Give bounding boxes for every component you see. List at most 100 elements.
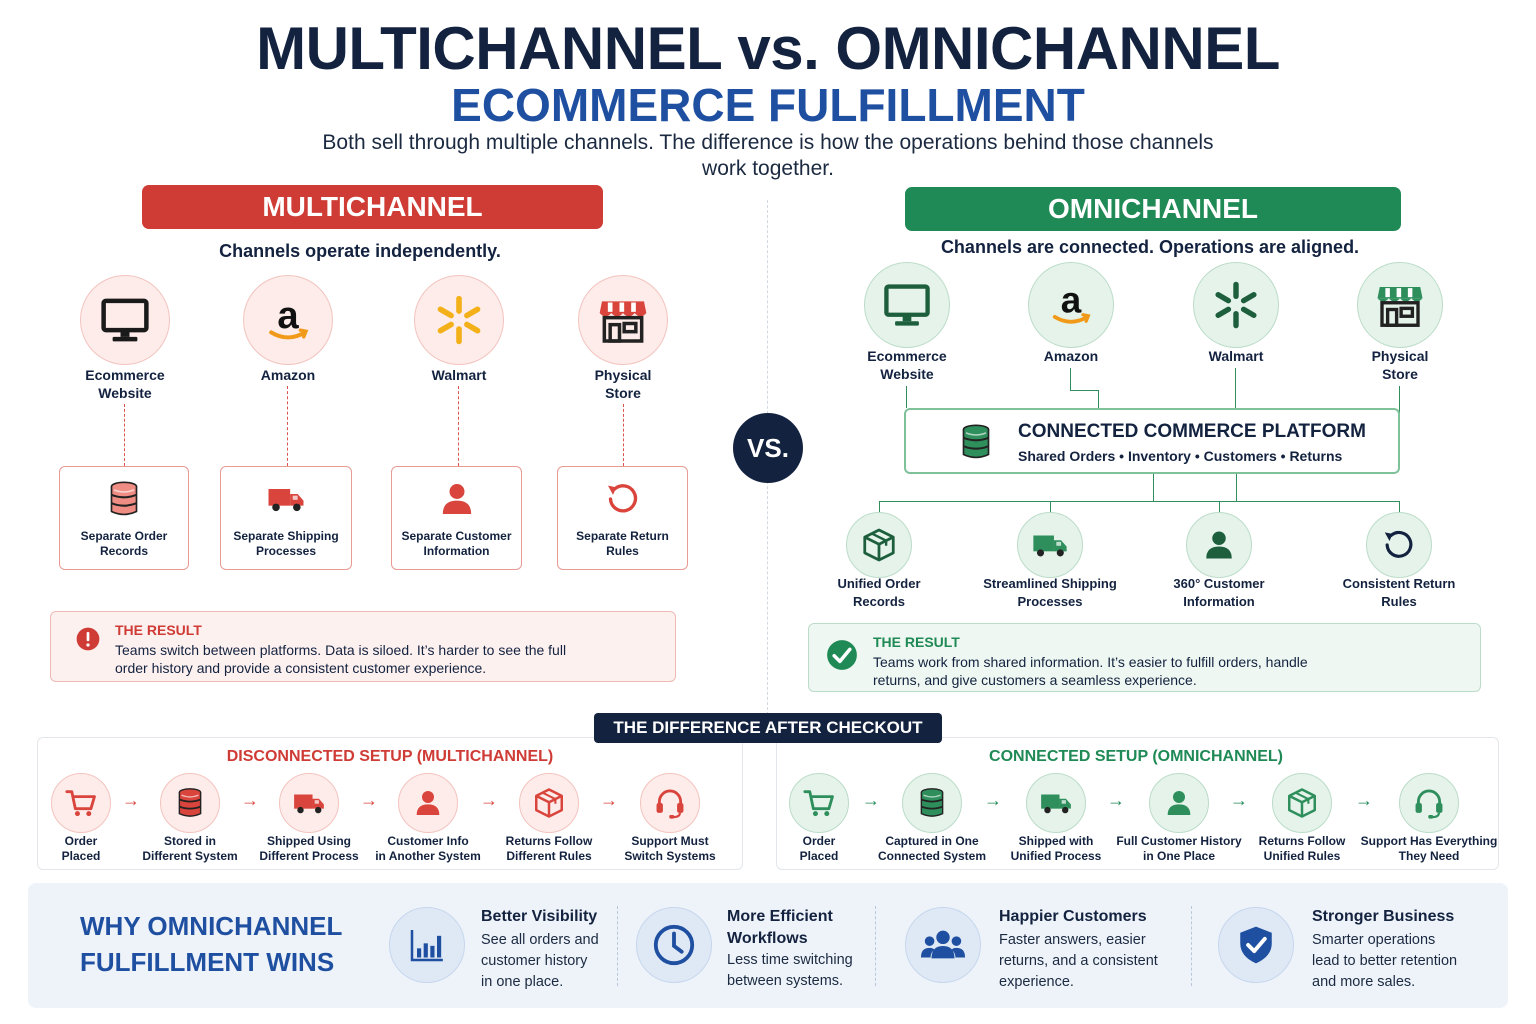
truck-icon	[279, 773, 339, 833]
alert-icon	[75, 626, 101, 652]
amazon-icon	[1028, 262, 1114, 348]
database-icon	[956, 420, 996, 464]
arrow-icon: →	[1107, 790, 1125, 810]
page-title: MULTICHANNEL vs. OMNICHANNEL	[256, 15, 1280, 82]
refresh-icon	[603, 479, 643, 519]
platform-subtitle: Shared Orders • Inventory • Customers • …	[1018, 448, 1343, 464]
connector-line	[906, 386, 907, 408]
page-subtitle: ECOMMERCE FULFILLMENT	[451, 79, 1085, 131]
connector-line	[1070, 390, 1098, 391]
people-icon	[905, 907, 981, 983]
headset-icon	[1399, 773, 1459, 833]
platform-title: CONNECTED COMMERCE PLATFORM	[1018, 421, 1366, 442]
channel-label-amazon: Amazon	[260, 367, 316, 383]
connector-line	[1235, 368, 1236, 408]
multichannel-result: THE RESULT Teams switch between platform…	[50, 611, 676, 682]
arrow-icon: →	[984, 790, 1002, 810]
arrow-icon: →	[241, 790, 259, 810]
amazon-icon	[243, 275, 333, 365]
user-icon	[437, 479, 477, 519]
check-circle-icon	[825, 638, 859, 672]
connector-line	[1219, 501, 1220, 513]
arrow-icon: →	[360, 790, 378, 810]
bar-chart-icon	[389, 907, 465, 983]
connector-line	[287, 386, 288, 466]
arrow-icon: →	[1230, 790, 1248, 810]
omnichannel-result: THE RESULT Teams work from shared inform…	[808, 623, 1481, 692]
multichannel-tagline: Channels operate independently.	[219, 241, 501, 261]
walmart-icon	[414, 275, 504, 365]
walmart-icon	[1193, 262, 1279, 348]
connected-title: CONNECTED SETUP (OMNICHANNEL)	[989, 748, 1283, 765]
arrow-icon: →	[862, 790, 880, 810]
connector-line	[1098, 390, 1099, 408]
multichannel-banner: MULTICHANNEL	[142, 185, 603, 229]
omni-channel-label-amazon: Amazon	[1043, 348, 1099, 364]
connector-line	[1050, 501, 1051, 513]
user-icon	[1149, 773, 1209, 833]
intro-text: Both sell through multiple channels. The…	[322, 131, 1214, 180]
disconnected-setup-panel	[37, 737, 743, 870]
box-icon	[846, 512, 912, 578]
omni-channel-label-walmart: Walmart	[1208, 348, 1264, 364]
channel-label-walmart: Walmart	[431, 367, 487, 383]
omnichannel-tagline: Channels are connected. Operations are a…	[940, 237, 1360, 257]
truck-icon	[1017, 512, 1083, 578]
database-icon	[902, 773, 962, 833]
difference-heading: THE DIFFERENCE AFTER CHECKOUT	[594, 713, 942, 743]
shield-check-icon	[1218, 907, 1294, 983]
connector-line	[1070, 368, 1071, 390]
connector-line	[1153, 474, 1154, 502]
user-icon	[1186, 512, 1252, 578]
connected-setup-panel	[776, 737, 1499, 870]
connector-line	[124, 404, 125, 466]
box-icon	[519, 773, 579, 833]
omnichannel-banner: OMNICHANNEL	[905, 187, 1401, 231]
arrow-icon: →	[122, 790, 140, 810]
refresh-icon	[1366, 512, 1432, 578]
user-icon	[398, 773, 458, 833]
divider	[875, 906, 876, 986]
monitor-icon	[80, 275, 170, 365]
divider	[617, 906, 618, 986]
connector-line	[879, 501, 880, 513]
arrow-icon: →	[1355, 790, 1373, 810]
database-icon	[160, 773, 220, 833]
arrow-icon: →	[480, 790, 498, 810]
disconnected-title: DISCONNECTED SETUP (MULTICHANNEL)	[226, 748, 554, 765]
connector-line	[1236, 474, 1237, 502]
vs-badge: VS.	[733, 413, 803, 483]
database-icon	[104, 479, 144, 519]
connector-line	[458, 386, 459, 466]
cart-icon	[789, 773, 849, 833]
connected-commerce-platform: CONNECTED COMMERCE PLATFORM Shared Order…	[904, 408, 1400, 474]
store-icon	[578, 275, 668, 365]
